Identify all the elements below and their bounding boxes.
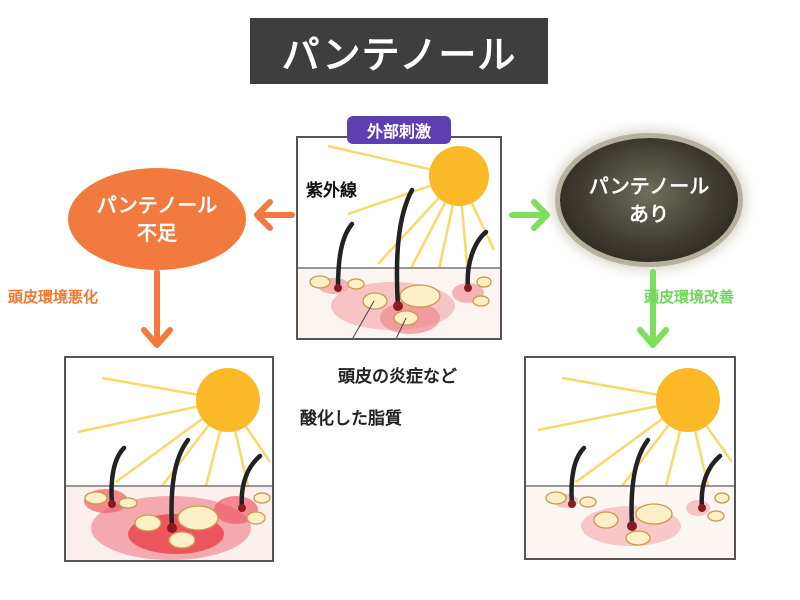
oval-right-line2: あり [629, 202, 669, 226]
panthenol-present-oval: パンテノール あり [560, 138, 738, 262]
scalp-worsening-label: 頭皮環境悪化 [8, 288, 99, 306]
title-banner: パンテノール [250, 18, 548, 84]
external-stimulus-badge: 外部刺激 [347, 116, 451, 144]
sun-icon [196, 368, 260, 432]
oval-left-line1: パンテノール [96, 193, 218, 217]
worsened-scalp-panel [64, 356, 274, 562]
scalp-illustration-worsened [66, 368, 272, 560]
sun-icon [429, 146, 489, 206]
title-text: パンテノール [281, 32, 517, 77]
uv-label: 紫外線 [306, 181, 357, 201]
scalp-illustration-center [298, 144, 500, 338]
sun-icon [656, 368, 720, 432]
arrow-down-orange-icon [141, 269, 173, 348]
oval-right-line1: パンテノール [588, 174, 710, 198]
scalp-improvement-label: 頭皮環境改善 [644, 288, 735, 306]
inflammation-label: 頭皮の炎症など [338, 367, 457, 387]
scalp-illustration-improved [526, 368, 734, 558]
oxidized-lipid-label: 酸化した脂質 [300, 409, 402, 429]
arrow-right-icon [509, 199, 550, 231]
arrow-left-icon [254, 199, 295, 231]
oval-left-line2: 不足 [137, 221, 177, 245]
improved-scalp-panel [524, 356, 736, 560]
center-scalp-panel [296, 136, 502, 340]
arrow-down-green-icon [637, 269, 669, 348]
panthenol-lacking-oval: パンテノール 不足 [68, 168, 246, 270]
